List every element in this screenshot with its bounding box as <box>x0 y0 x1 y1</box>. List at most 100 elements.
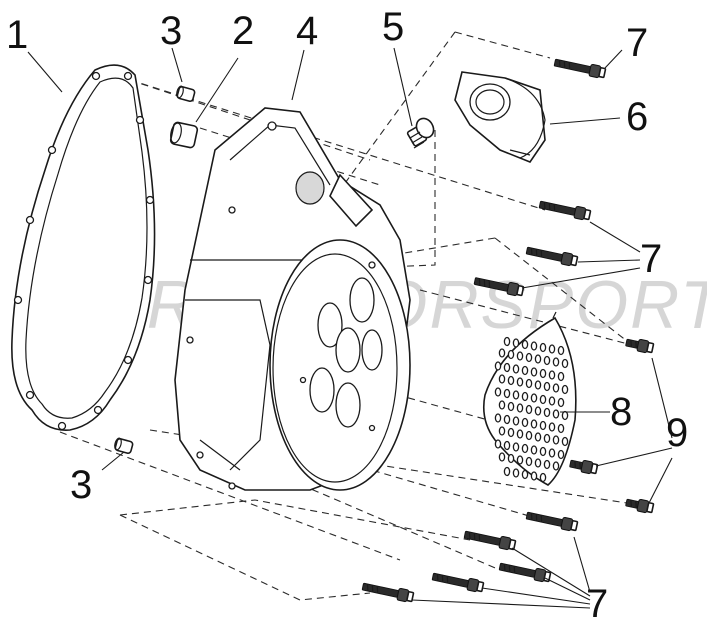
mesh-hole <box>494 361 502 371</box>
mesh-hole <box>498 374 506 384</box>
mesh-hole <box>561 384 569 395</box>
mesh-hole <box>552 461 560 471</box>
mesh-hole <box>534 458 542 468</box>
mesh-hole <box>498 400 506 410</box>
clutch-cover <box>174 107 411 491</box>
mesh-hole <box>530 367 538 377</box>
mesh-hole <box>503 388 511 399</box>
mesh-hole <box>503 414 511 425</box>
callout-cover: 4 <box>296 9 318 53</box>
mesh-hole <box>525 404 533 415</box>
mesh-hole <box>543 407 551 418</box>
mesh-hole <box>503 440 511 451</box>
mesh-hole <box>561 358 569 369</box>
mesh-hole <box>494 413 502 423</box>
callout-dowel-pin-bottom: 3 <box>70 463 92 507</box>
screen <box>482 311 577 486</box>
mesh-hole <box>539 420 547 431</box>
mesh-hole <box>543 459 551 470</box>
mesh-hole <box>534 432 542 442</box>
bushing <box>169 121 199 149</box>
mesh-hole <box>534 380 542 390</box>
dowel-pin-top <box>176 85 196 102</box>
mesh-hole <box>512 364 520 374</box>
mesh-hole <box>557 371 565 382</box>
mesh-hole <box>503 466 511 477</box>
mesh-hole <box>557 397 565 408</box>
callout-bushing: 2 <box>232 9 254 53</box>
mesh-hole <box>494 387 502 397</box>
bolt <box>473 277 525 297</box>
mesh-hole <box>525 430 533 441</box>
mesh-hole <box>507 453 515 464</box>
mesh-hole <box>521 391 529 402</box>
mesh-hole <box>516 351 524 361</box>
mesh-hole <box>530 393 538 403</box>
callout-plug: 5 <box>382 5 404 49</box>
bolt <box>553 58 607 79</box>
mesh-hole <box>552 383 560 393</box>
screw <box>569 459 599 475</box>
mesh-hole <box>503 336 511 347</box>
callout-intake-duct: 6 <box>626 95 648 139</box>
mesh-hole <box>539 394 547 405</box>
callout-gasket: 1 <box>6 13 28 57</box>
mesh-hole <box>525 378 533 389</box>
mesh-hole <box>521 417 529 428</box>
mesh-hole <box>503 362 511 373</box>
mesh-hole <box>548 370 556 380</box>
leader-lines <box>27 47 673 609</box>
mesh-hole <box>521 365 529 376</box>
mesh-hole <box>516 455 524 465</box>
callout-bolts-middle: 7 <box>640 237 662 281</box>
bolt <box>463 530 517 551</box>
mesh-hole <box>543 355 551 366</box>
mesh-hole <box>512 338 520 348</box>
callout-screen: 8 <box>610 390 632 434</box>
mesh-hole <box>534 354 542 364</box>
mesh-hole <box>507 427 515 438</box>
mesh-hole <box>494 439 502 449</box>
cover-vent-holes <box>309 277 383 428</box>
mesh-hole <box>557 423 565 434</box>
mesh-hole <box>521 469 529 480</box>
bolt <box>525 511 579 532</box>
bolts-middle <box>473 200 592 297</box>
bolt <box>498 562 552 583</box>
mesh-hole <box>539 368 547 379</box>
mesh-hole <box>507 401 515 412</box>
cover-outlet-tab <box>329 173 374 228</box>
mesh-hole <box>525 352 533 363</box>
plug <box>406 117 435 149</box>
gasket-bolt-holes <box>13 71 155 431</box>
bolt <box>525 246 579 267</box>
mesh-hole <box>557 449 565 460</box>
mesh-hole <box>548 396 556 406</box>
mesh-hole <box>539 472 547 483</box>
callout-bolts-top: 7 <box>626 21 648 65</box>
mesh-hole <box>516 403 524 413</box>
mesh-hole <box>561 410 569 421</box>
screen-mesh-holes <box>494 336 569 483</box>
intake-duct <box>454 71 546 163</box>
mesh-hole <box>521 339 529 350</box>
mesh-hole <box>552 409 560 419</box>
mesh-hole <box>512 468 520 478</box>
mesh-hole <box>539 446 547 457</box>
mesh-hole <box>552 435 560 445</box>
mesh-hole <box>548 422 556 432</box>
callout-bolts-bottom: 7 <box>586 582 608 626</box>
mesh-hole <box>543 433 551 444</box>
mesh-hole <box>516 429 524 439</box>
callout-labels: 1 3 2 4 5 7 6 7 8 9 3 7 <box>6 5 688 626</box>
mesh-hole <box>521 443 529 454</box>
screw <box>625 498 655 514</box>
bolt <box>431 572 485 593</box>
mesh-hole <box>543 381 551 392</box>
mesh-hole <box>512 442 520 452</box>
mesh-hole <box>552 357 560 367</box>
bolt <box>538 200 592 221</box>
screws <box>569 338 655 514</box>
mesh-hole <box>498 452 506 462</box>
